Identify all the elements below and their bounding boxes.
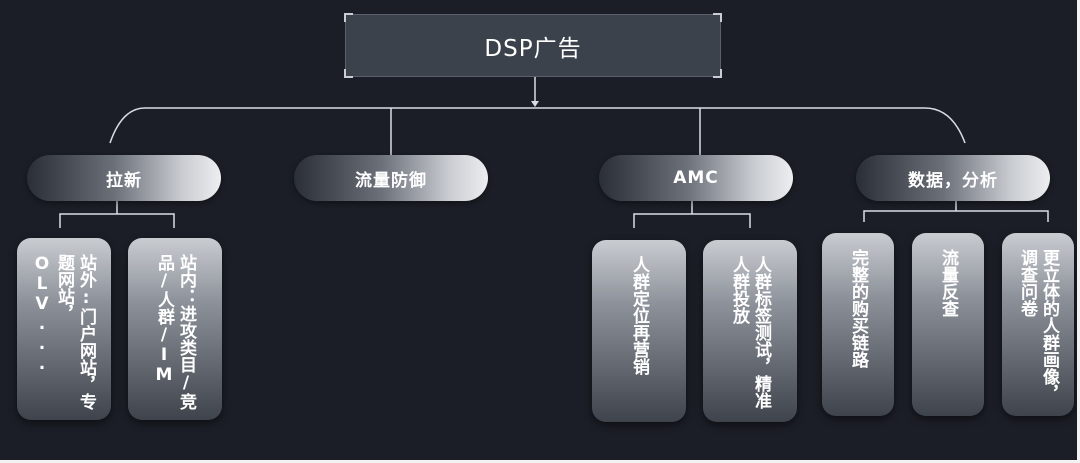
root-label: DSP广告 [484, 35, 582, 62]
leaf-text: 人群标签测试，精准人群投放 [729, 256, 771, 409]
branch-traffic-defense: 流量防御 [294, 155, 488, 201]
sub-bus-amc [633, 213, 751, 228]
branch-amc: AMC [599, 155, 793, 201]
branch-label: 流量防御 [355, 170, 427, 191]
frame-edge [1077, 0, 1080, 463]
branch-new-customer: 拉新 [27, 155, 221, 201]
leaf-text: 站内：进攻类目/竞品/人群/IM [154, 254, 196, 410]
root-node: DSP广告 [344, 13, 722, 78]
leaf-card-audience-testing: 人群标签测试，精准人群投放 [703, 240, 797, 422]
branch-data-analysis: 数据，分析 [856, 155, 1050, 201]
arrow-head-icon [531, 101, 539, 107]
branch-label: 拉新 [106, 170, 142, 191]
sub-bus-new-customer [59, 213, 175, 228]
leaf-text: 流量反查 [938, 249, 958, 317]
leaf-card-onsite: 站内：进攻类目/竞品/人群/IM [128, 238, 222, 420]
leaf-text: 完整的购买链路 [848, 249, 868, 368]
leaf-text: 人群定位再营销 [629, 256, 649, 375]
sub-bus-data-analysis [863, 210, 1049, 222]
branch-label: 数据，分析 [908, 170, 998, 191]
leaf-card-audience-profile: 更立体的人群画像，调查问卷 [1002, 233, 1074, 416]
leaf-card-offsite: 站外:门户网站，专题网站，OLV... [17, 238, 111, 420]
leaf-text: 站外:门户网站，专题网站，OLV... [32, 254, 96, 410]
frame-edge [0, 460, 1080, 463]
branch-label: AMC [673, 168, 719, 188]
main-bus-line [109, 107, 966, 144]
leaf-text: 更立体的人群画像，调查问卷 [1017, 249, 1059, 402]
leaf-card-traffic-reverse: 流量反查 [912, 233, 984, 416]
leaf-card-remarketing: 人群定位再营销 [592, 240, 686, 422]
leaf-card-purchase-path: 完整的购买链路 [822, 233, 894, 416]
